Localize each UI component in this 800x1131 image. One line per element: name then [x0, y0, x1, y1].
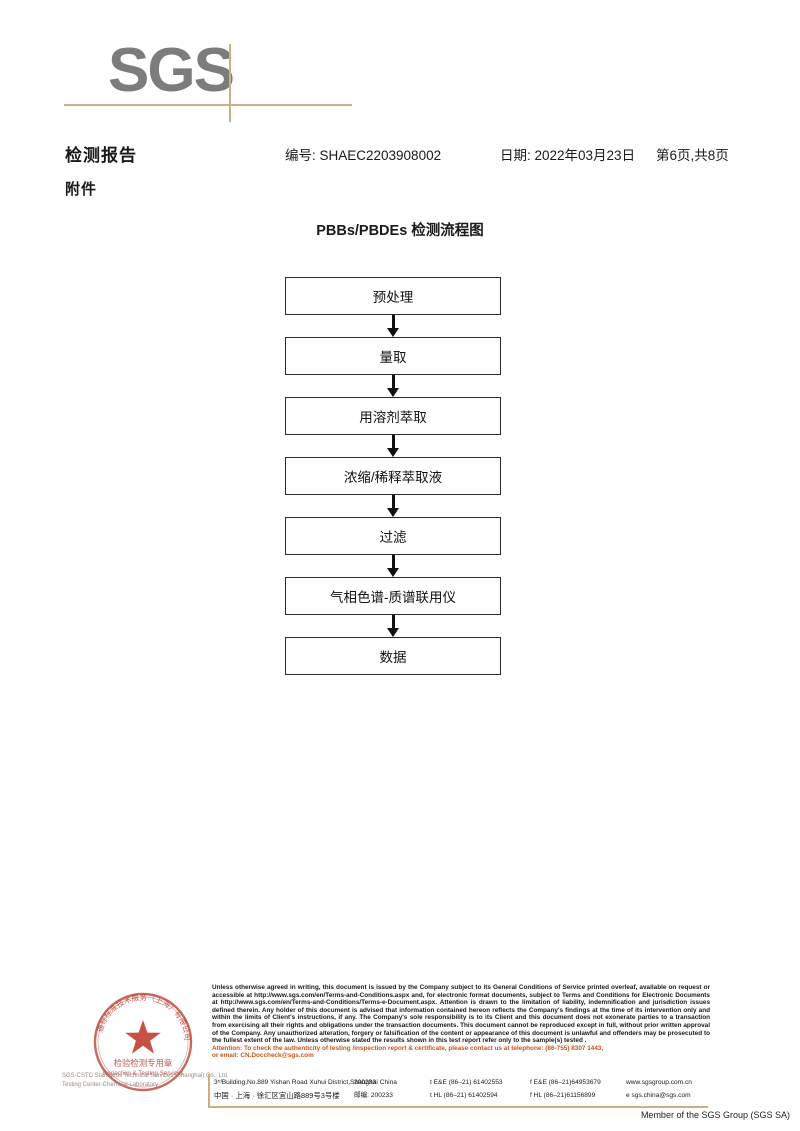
attention-line-2: or email: CN.Doccheck@sgs.com: [212, 1052, 314, 1060]
report-number: 编号: SHAEC2203908002: [285, 148, 442, 163]
attachment-label: 附件: [65, 181, 98, 198]
email[interactable]: e sgs.china@sgs.com: [626, 1092, 691, 1099]
address-cn: 中国 · 上海 · 徐汇区宜山路889号3号楼: [214, 1091, 340, 1100]
flow-step-2-label: 量取: [379, 350, 407, 365]
address-row-cn: 中国 · 上海 · 徐汇区宜山路889号3号楼 邮编: 200233 t HL …: [214, 1089, 714, 1102]
sgs-logo: SGS: [64, 36, 438, 124]
tel-cn: t HL (86–21) 61402594: [430, 1092, 498, 1099]
legal-disclaimer: Unless otherwise agreed in writing, this…: [212, 984, 710, 1060]
logo-text: SGS: [108, 36, 235, 105]
svg-text:检验检测专用章: 检验检测专用章: [114, 1058, 173, 1068]
address-en: 3ʳᵈBuilding,No.889 Yishan Road Xuhui Dis…: [214, 1079, 397, 1086]
flow-step-1-label: 预处理: [372, 290, 414, 305]
report-date: 日期: 2022年03月23日: [500, 148, 636, 163]
page-number: 第6页,共8页: [656, 148, 729, 163]
flow-arrow-5-icon: [285, 555, 501, 577]
stamp-watermark-text: SGS-CSTC Standards Technical Services (S…: [62, 1073, 229, 1088]
flow-step-5: 过滤: [285, 517, 501, 555]
flow-step-3-label: 用溶剂萃取: [359, 410, 427, 425]
flow-step-6: 气相色谱-质谱联用仪: [285, 577, 501, 615]
svg-text:Inspection & Testing Services: Inspection & Testing Services: [103, 1070, 184, 1077]
tel-en: t E&E (86–21) 61402553: [430, 1079, 503, 1086]
zip-en: 200233: [354, 1079, 377, 1086]
fax-en: f E&E (86–21)64953679: [530, 1079, 601, 1086]
flow-step-2: 量取: [285, 337, 501, 375]
flow-step-4: 浓缩/稀释萃取液: [285, 457, 501, 495]
flow-step-6-label: 气相色谱-质谱联用仪: [330, 590, 456, 605]
flow-arrow-1-icon: [285, 315, 501, 337]
footer-accent-rule: [208, 1106, 708, 1108]
flow-arrow-2-icon: [285, 375, 501, 397]
website[interactable]: www.sgsgroup.com.cn: [626, 1079, 692, 1086]
legal-paragraph: Unless otherwise agreed in writing, this…: [212, 984, 710, 1045]
flow-step-3: 用溶剂萃取: [285, 397, 501, 435]
address-divider: [208, 1074, 210, 1106]
address-row-en: 3ʳᵈBuilding,No.889 Yishan Road Xuhui Dis…: [214, 1076, 714, 1089]
sgs-group-member-text: Member of the SGS Group (SGS SA): [640, 1110, 790, 1120]
fax-cn: f HL (86–21)61156899: [530, 1092, 596, 1099]
inspection-seal-stamp: 通标标准技术服务（上海）有限公司 检验检测专用章 Inspection & Te…: [84, 986, 202, 1104]
flow-arrow-3-icon: [285, 435, 501, 457]
flowchart-title: PBBs/PBDEs 检测流程图: [316, 223, 484, 239]
address-block: 3ʳᵈBuilding,No.889 Yishan Road Xuhui Dis…: [214, 1076, 714, 1102]
flow-arrow-6-icon: [285, 615, 501, 637]
page-title: 检测报告: [65, 146, 137, 165]
logo-accent-tick: [229, 44, 231, 122]
logo-accent-rule: [64, 104, 352, 106]
flow-step-4-label: 浓缩/稀释萃取液: [343, 470, 443, 485]
flowchart: 预处理 量取 用溶剂萃取 浓缩/稀释萃取液 过滤 气相色谱-: [285, 277, 503, 675]
flow-step-5-label: 过滤: [379, 530, 407, 545]
flow-step-7-label: 数据: [379, 650, 407, 665]
attention-line-1: Attention: To check the authenticity of …: [212, 1044, 604, 1052]
flow-step-1: 预处理: [285, 277, 501, 315]
report-header: 检测报告 编号: SHAEC2203908002 日期: 2022年03月23日…: [0, 141, 800, 169]
zip-cn-label: 邮编: 200233: [354, 1092, 393, 1099]
flow-step-7: 数据: [285, 637, 501, 675]
flow-arrow-4-icon: [285, 495, 501, 517]
